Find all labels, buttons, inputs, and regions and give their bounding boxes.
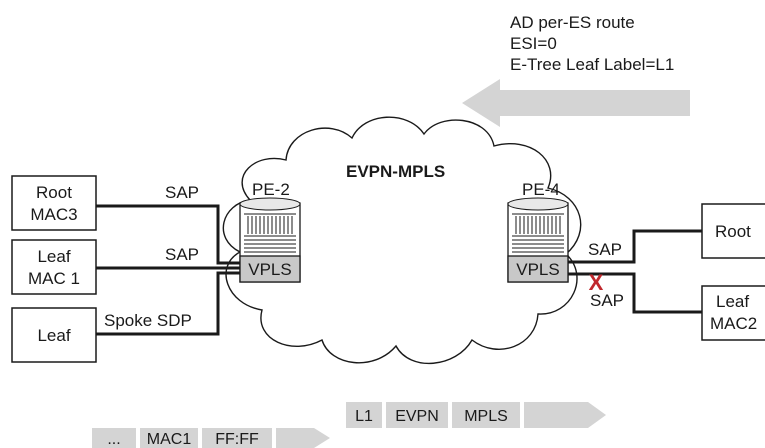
leaf-mac1-line-2: MAC 1 [28, 269, 80, 288]
right-leaf-mac2-line-2: MAC2 [710, 314, 757, 333]
cloud-label: EVPN-MPLS [346, 162, 445, 181]
frame-upper-arrow [524, 402, 606, 428]
pe-4-vpls-box [507, 255, 569, 283]
leaf-line-1: Leaf [37, 326, 70, 345]
root-mac3-line-2: MAC3 [30, 205, 77, 224]
frame-lower-cell-1 [92, 428, 136, 448]
frame-lower-text-1: ... [107, 431, 120, 448]
pe-2-router: VPLS [239, 197, 301, 283]
route-info-text: AD per-ES route ESI=0 E-Tree Leaf Label=… [510, 13, 674, 74]
pe-2-label: PE-2 [252, 180, 290, 199]
route-info-line-2: ESI=0 [510, 34, 557, 53]
route-direction-arrow [462, 79, 690, 127]
link-right-root [568, 229, 702, 264]
route-info-line-1: AD per-ES route [510, 13, 635, 32]
right-site-root: Root [701, 203, 765, 259]
leaf-mac1-line-1: Leaf [37, 247, 70, 266]
frame-lower-cell-2 [140, 428, 198, 448]
frame-upper-cell-2 [386, 402, 448, 428]
link-right-root-label: SAP [588, 240, 622, 259]
frame-lower-text-2: MAC1 [147, 431, 192, 448]
route-info-line-3: E-Tree Leaf Label=L1 [510, 55, 674, 74]
frame-upper: L1 EVPN MPLS [346, 402, 606, 428]
right-links [568, 229, 702, 314]
right-leaf-mac2-line-1: Leaf [716, 292, 749, 311]
pe-4-vpls-label: VPLS [516, 260, 559, 279]
right-site-leaf-mac2: Leaf MAC2 [701, 285, 765, 341]
right-root-line-1: Root [715, 222, 751, 241]
frame-upper-cell-1 [346, 402, 382, 428]
link-root-mac3 [96, 204, 240, 265]
pe-4-label: PE-4 [522, 180, 560, 199]
link-right-leaf-mac2-label: SAP [590, 291, 624, 310]
frame-upper-cell-3 [452, 402, 520, 428]
link-leaf-mac1-label: SAP [165, 245, 199, 264]
left-links [96, 204, 240, 336]
frame-upper-text-3: MPLS [464, 408, 508, 425]
pe-2-vpls-box [239, 255, 301, 283]
frame-upper-text-2: EVPN [395, 408, 439, 425]
frame-lower-cell-3 [202, 428, 272, 448]
link-leaf-spoke [96, 271, 240, 336]
frame-lower: ... MAC1 FF:FF [92, 428, 330, 448]
left-site-root-mac3: Root MAC3 [11, 175, 97, 231]
left-site-leaf-mac1: Leaf MAC 1 [11, 239, 97, 295]
frame-lower-text-3: FF:FF [215, 431, 259, 448]
frame-lower-arrow [276, 428, 330, 448]
evpn-mpls-cloud [222, 116, 582, 365]
frame-upper-text-1: L1 [355, 408, 373, 425]
link-right-leaf-mac2 [568, 272, 702, 314]
link-leaf-spoke-label: Spoke SDP [104, 311, 192, 330]
link-root-mac3-label: SAP [165, 183, 199, 202]
root-mac3-line-1: Root [36, 183, 72, 202]
pe-4-router: VPLS [507, 197, 569, 283]
blocked-x-marker: X [589, 270, 604, 295]
left-site-leaf: Leaf [11, 307, 97, 363]
pe-2-vpls-label: VPLS [248, 260, 291, 279]
